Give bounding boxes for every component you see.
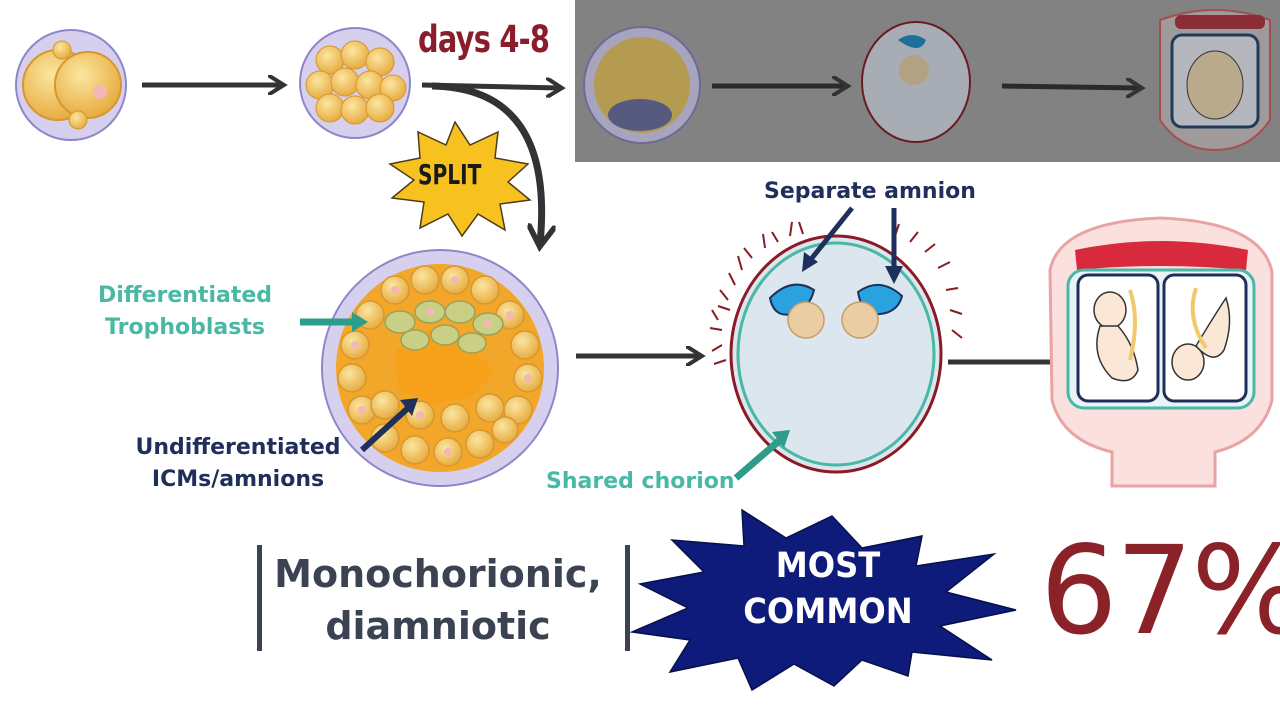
uterus-twins bbox=[1048, 216, 1274, 488]
differentiated-line2: Trophoblasts bbox=[105, 315, 265, 340]
faded-singleton-path bbox=[575, 0, 1280, 162]
twin-type-line1: Monochorionic, bbox=[274, 552, 602, 596]
days-label: days 4-8 bbox=[418, 18, 550, 61]
arrow-shared-chorion bbox=[733, 437, 783, 481]
arrow-differentiated-head bbox=[352, 312, 368, 332]
arrow-separate-amnion-1 bbox=[810, 206, 854, 260]
most-common-badge bbox=[629, 508, 1017, 692]
arrow-separate-amnion-2-head bbox=[885, 266, 903, 284]
divider-left bbox=[257, 545, 262, 651]
zygote-two-cell bbox=[15, 29, 127, 141]
arrow-separate-amnion-1-head bbox=[802, 252, 818, 272]
divider-right bbox=[625, 545, 630, 651]
arrow-undifferentiated bbox=[359, 405, 411, 453]
percentage-value: 67% bbox=[1040, 520, 1280, 662]
blastocyst bbox=[321, 249, 559, 487]
arrow-shared-chorion-head bbox=[772, 430, 790, 448]
differentiated-line1: Differentiated bbox=[97, 283, 273, 308]
twin-type-line2: diamniotic bbox=[325, 604, 551, 648]
undifferentiated-icms-label: Undifferentiated ICMs/amnions bbox=[118, 432, 358, 496]
twin-type-label: Monochorionic, diamniotic bbox=[268, 548, 608, 652]
shared-chorion-label: Shared chorion bbox=[546, 469, 735, 494]
split-burst bbox=[388, 120, 532, 238]
morula bbox=[299, 27, 411, 139]
gestational-sac bbox=[709, 221, 963, 474]
split-label: SPLIT bbox=[418, 158, 482, 191]
badge-line1: MOST bbox=[775, 546, 881, 586]
undifferentiated-line1: Undifferentiated bbox=[135, 435, 341, 460]
split-curved-arrow bbox=[431, 82, 542, 244]
badge-line2: COMMON bbox=[743, 592, 913, 632]
differentiated-trophoblasts-label: Differentiated Trophoblasts bbox=[82, 280, 288, 344]
undifferentiated-line2: ICMs/amnions bbox=[151, 467, 325, 492]
separate-amnion-label: Separate amnion bbox=[764, 179, 976, 204]
arrow-undifferentiated-head bbox=[400, 398, 418, 416]
